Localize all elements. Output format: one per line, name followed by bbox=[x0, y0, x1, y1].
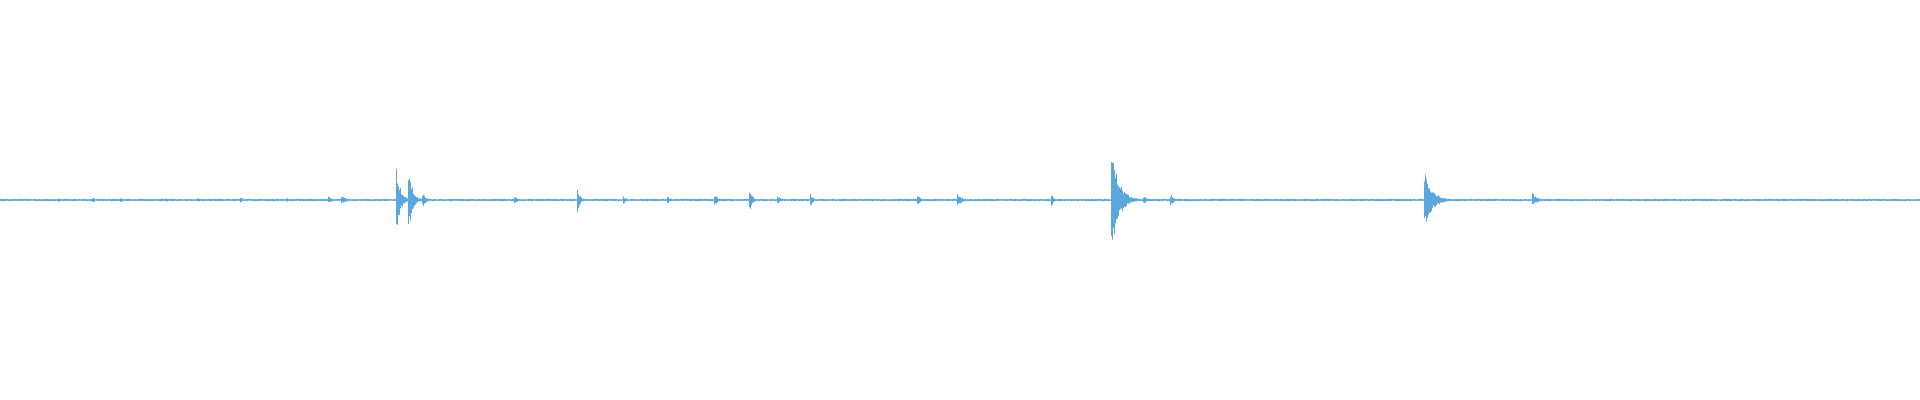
waveform-series bbox=[0, 161, 1920, 240]
waveform-line bbox=[0, 161, 1920, 240]
